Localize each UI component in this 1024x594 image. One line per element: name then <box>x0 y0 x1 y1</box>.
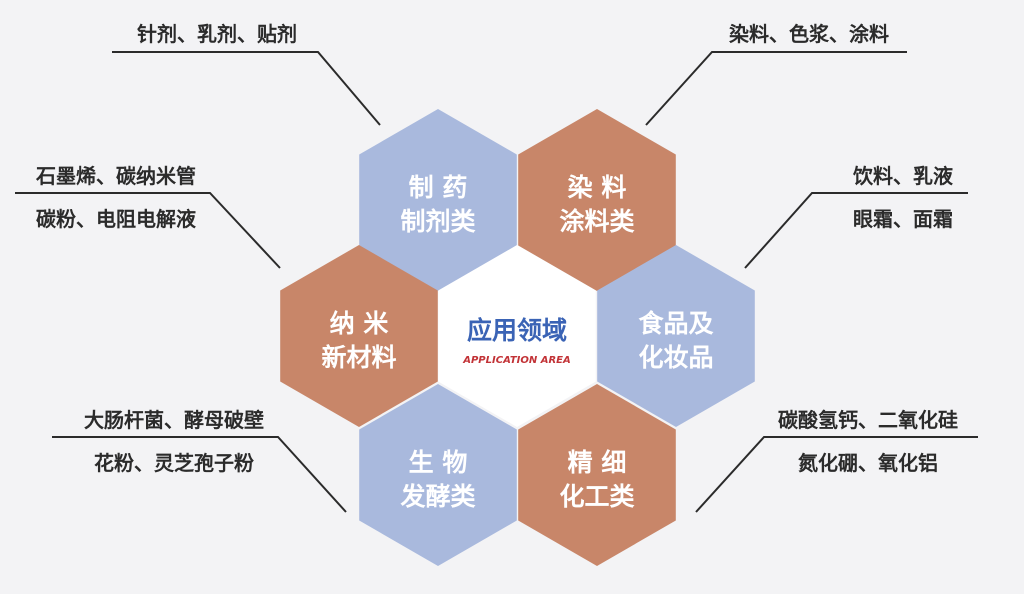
hexagon-chem-line1: 精 细 <box>568 448 627 477</box>
hexagon-food-shape <box>597 245 755 427</box>
leader-line-bottom-left <box>52 436 347 513</box>
label-mid-right-2: 眼霜、面霜 <box>853 207 953 231</box>
hexagon-food-line2: 化妆品 <box>638 343 713 372</box>
label-bottom-left-2: 花粉、灵芝孢子粉 <box>94 451 254 475</box>
center-hexagon: 应用领域 APPLICATION AREA <box>438 245 596 427</box>
hexagon-chem-shape <box>518 384 676 566</box>
leader-line-mid-right <box>744 192 968 269</box>
hexagon-food: 食品及 化妆品 <box>597 245 755 427</box>
leader-line-top-right <box>645 51 907 126</box>
hexagon-chem: 精 细 化工类 <box>518 384 676 566</box>
hexagon-pharma-line2: 制剂类 <box>400 207 476 236</box>
hexagon-pharma: 制 药 制剂类 <box>359 109 517 291</box>
hexagon-pharma-line1: 制 药 <box>409 173 468 202</box>
leader-line-bottom-right <box>695 436 978 513</box>
hexagon-bio: 生 物 发酵类 <box>359 384 517 566</box>
label-top-left: 针剂、乳剂、贴剂 <box>137 22 297 46</box>
center-subtitle: APPLICATION AREA <box>462 355 571 366</box>
label-mid-right-1: 饮料、乳液 <box>852 164 954 188</box>
hexagon-bio-line1: 生 物 <box>409 448 468 477</box>
hexagon-bio-shape <box>359 384 517 566</box>
label-bottom-right-1: 碳酸氢钙、二氧化硅 <box>778 408 958 432</box>
leader-line-mid-left <box>15 192 281 269</box>
hexagon-bio-line2: 发酵类 <box>399 482 476 511</box>
label-mid-left-2: 碳粉、电阻电解液 <box>36 207 197 231</box>
hexagon-pharma-shape <box>359 109 517 291</box>
center-hexagon-shape <box>438 245 596 427</box>
label-bottom-right-2: 氮化硼、氧化铝 <box>798 451 938 475</box>
hexagon-dye-shape <box>518 109 676 291</box>
label-mid-left-1: 石墨烯、碳纳米管 <box>35 164 196 188</box>
hexagon-dye-line2: 涂料类 <box>559 207 635 236</box>
leader-line-top-left <box>112 51 381 126</box>
hexagon-food-line1: 食品及 <box>638 309 713 338</box>
hexagon-nano-shape <box>280 245 438 427</box>
label-top-right: 染料、色浆、涂料 <box>729 22 889 46</box>
label-bottom-left-1: 大肠杆菌、酵母破壁 <box>84 408 264 432</box>
center-title: 应用领域 <box>467 316 567 345</box>
hexagon-nano-line2: 新材料 <box>321 343 396 372</box>
hexagon-nano-line1: 纳 米 <box>330 309 390 338</box>
hexagon-nano: 纳 米 新材料 <box>280 245 438 427</box>
hexagon-dye: 染 料 涂料类 <box>518 109 676 291</box>
hexagon-chem-line2: 化工类 <box>559 482 635 511</box>
leader-lines <box>15 51 978 513</box>
hexagon-dye-line1: 染 料 <box>568 173 627 202</box>
